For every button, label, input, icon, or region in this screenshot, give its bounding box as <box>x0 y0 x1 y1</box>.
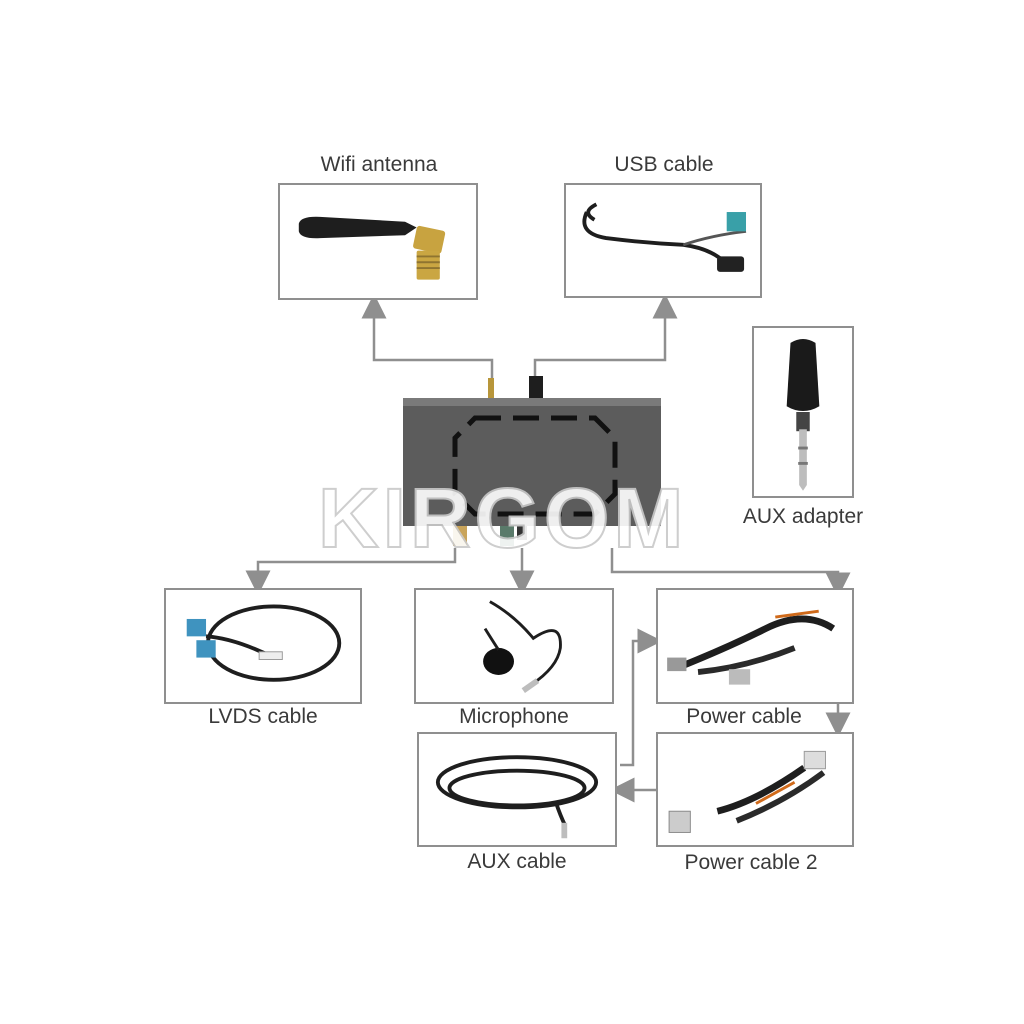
lvds-port <box>453 526 467 546</box>
mic-port <box>500 526 514 546</box>
microphone-icon <box>483 600 562 693</box>
power-cable-icon <box>667 609 836 685</box>
wifi-antenna-box <box>278 183 478 300</box>
wifi-antenna-label: Wifi antenna <box>320 153 438 176</box>
watermark-text: KIRGOM <box>317 470 688 566</box>
power-cable-2-box <box>656 732 854 847</box>
usb-port <box>529 376 543 400</box>
antenna-icon <box>298 216 446 280</box>
aux-adapter-box <box>752 326 854 498</box>
microphone-label: Microphone <box>459 705 569 728</box>
line-lvds <box>245 548 457 596</box>
usb-cable-icon <box>582 202 747 272</box>
power-cable-box <box>656 588 854 704</box>
aux-adapter-label: AUX adapter <box>742 505 864 528</box>
line-aux-to-power <box>620 628 663 767</box>
line-usb <box>533 293 678 385</box>
line-wifi <box>361 293 494 378</box>
antenna-port <box>488 378 494 400</box>
aux-cable-label: AUX cable <box>467 850 567 873</box>
power-cable-2-label: Power cable 2 <box>684 851 818 874</box>
lvds-cable-label: LVDS cable <box>208 705 318 728</box>
usb-cable-box <box>564 183 762 298</box>
microphone-box <box>414 588 614 704</box>
usb-cable-label: USB cable <box>614 153 714 176</box>
lvds-cable-icon <box>186 604 342 682</box>
aux-cable-box <box>417 732 617 847</box>
lvds-cable-box <box>164 588 362 704</box>
interface-box <box>403 376 661 546</box>
power-cable-2-icon <box>668 750 826 833</box>
power-cable-label: Power cable <box>686 705 802 728</box>
line-power <box>610 548 851 598</box>
aux-cable-icon <box>435 755 599 839</box>
aux-adapter-icon <box>786 338 820 491</box>
